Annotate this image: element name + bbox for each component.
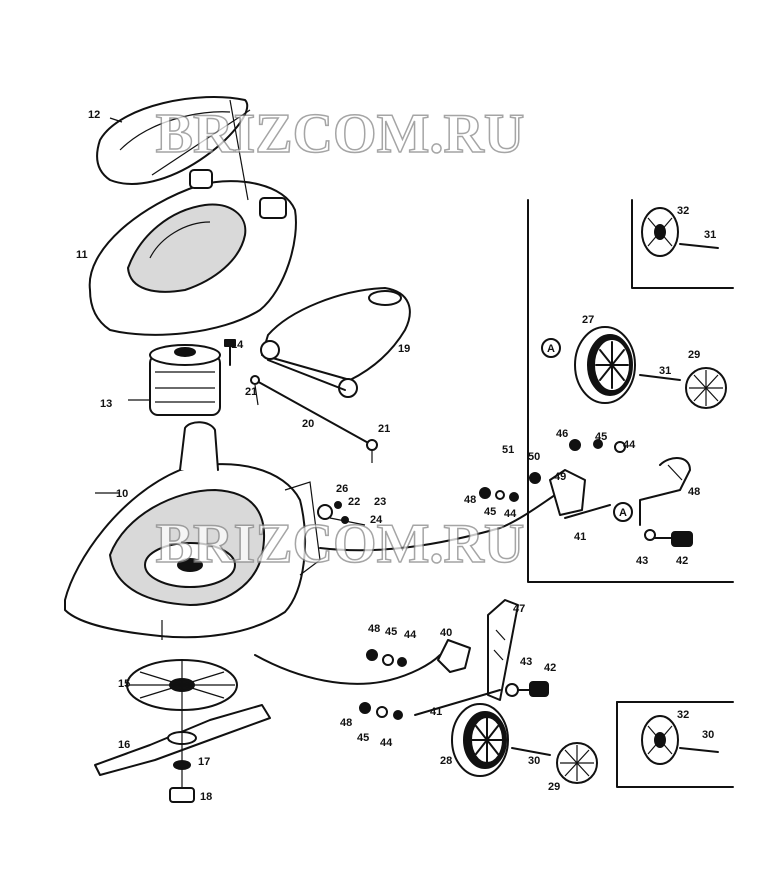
washers-upper — [479, 439, 626, 502]
part-32-hubcap-top — [641, 207, 719, 257]
part-label-21: 21 — [378, 423, 390, 435]
svg-text:A: A — [619, 507, 627, 519]
part-label-22: 22 — [348, 496, 360, 508]
part-label-32: 32 — [677, 709, 689, 721]
part-13-motor — [128, 339, 236, 416]
part-27-wheel — [574, 326, 636, 404]
watermark-middle: BRIZCOM.RU — [156, 513, 525, 575]
part-label-26: 26 — [336, 483, 348, 495]
part-label-30: 30 — [702, 729, 714, 741]
part-label-44: 44 — [504, 508, 517, 520]
part-label-11: 11 — [76, 249, 88, 261]
part-label-20: 20 — [302, 418, 314, 430]
part-label-43: 43 — [520, 656, 532, 668]
part-label-17: 17 — [198, 756, 210, 768]
part-15-fan — [126, 659, 238, 711]
part-label-30: 30 — [528, 755, 540, 767]
callout-frame-box — [527, 419, 734, 583]
part-label-31: 31 — [704, 229, 716, 241]
part-label-29: 29 — [548, 781, 560, 793]
part-label-48: 48 — [688, 486, 700, 498]
part-label-47: 47 — [513, 603, 525, 615]
callout-marker-a-left: A — [541, 338, 561, 358]
part-29-hubcap-lower — [556, 742, 598, 784]
part-31-axle-upper — [639, 374, 681, 381]
part-19-bag-cover — [260, 287, 411, 398]
part-label-19: 19 — [398, 343, 410, 355]
part-11-hood — [88, 99, 297, 336]
part-label-29: 29 — [688, 349, 700, 361]
part-label-48: 48 — [464, 494, 476, 506]
part-48-height-lever-right — [639, 457, 691, 526]
part-label-44: 44 — [404, 629, 417, 641]
part-20-axle-rod — [250, 375, 378, 463]
part-label-31: 31 — [659, 365, 671, 377]
callout-frame-top — [631, 199, 734, 289]
part-label-49: 49 — [554, 471, 566, 483]
svg-text:A: A — [547, 343, 555, 355]
part-12-top-cover — [96, 96, 249, 185]
callout-frame-bottom — [616, 701, 734, 788]
part-label-45: 45 — [357, 732, 369, 744]
part-label-21: 21 — [245, 386, 257, 398]
part-label-41: 41 — [574, 531, 586, 543]
part-17-18-nut — [169, 710, 195, 803]
part-label-51: 51 — [502, 444, 514, 456]
part-label-41: 41 — [430, 706, 442, 718]
cable-lower — [254, 654, 441, 685]
part-10-deck — [64, 421, 321, 640]
part-29-hubcap-upper — [685, 367, 727, 409]
part-label-45: 45 — [385, 626, 397, 638]
part-label-40: 40 — [440, 627, 452, 639]
part-28-wheel — [451, 703, 509, 777]
part-label-15: 15 — [118, 678, 130, 690]
part-30-axle-lower — [511, 747, 551, 756]
part-label-18: 18 — [200, 791, 212, 803]
part-label-16: 16 — [118, 739, 130, 751]
part-label-42: 42 — [544, 662, 556, 674]
part-49-bracket — [549, 469, 611, 519]
part-label-13: 13 — [100, 398, 112, 410]
part-label-28: 28 — [440, 755, 452, 767]
part-label-43: 43 — [636, 555, 648, 567]
part-label-12: 12 — [88, 109, 100, 121]
part-label-44: 44 — [380, 737, 393, 749]
part-label-14: 14 — [231, 339, 244, 351]
part-label-32: 32 — [677, 205, 689, 217]
part-label-46: 46 — [556, 428, 568, 440]
part-label-23: 23 — [374, 496, 386, 508]
part-label-45: 45 — [595, 431, 607, 443]
part-label-48: 48 — [368, 623, 380, 635]
part-label-44: 44 — [623, 439, 636, 451]
part-label-42: 42 — [676, 555, 688, 567]
part-label-10: 10 — [116, 488, 128, 500]
part-47-height-lever — [487, 599, 519, 701]
cable-upper — [319, 494, 556, 552]
part-label-24: 24 — [370, 514, 383, 526]
part-40-bracket — [414, 639, 501, 716]
washers-mid — [359, 649, 407, 720]
part-32-hubcap-bottom — [641, 715, 719, 765]
watermark-top: BRIZCOM.RU — [156, 103, 525, 165]
part-label-27: 27 — [582, 314, 594, 326]
part-label-45: 45 — [484, 506, 496, 518]
part-label-48: 48 — [340, 717, 352, 729]
part-label-50: 50 — [528, 451, 540, 463]
callout-marker-a-right: A — [613, 502, 633, 522]
bolts-42-43 — [505, 529, 693, 697]
part-22-26-fasteners — [317, 501, 366, 526]
